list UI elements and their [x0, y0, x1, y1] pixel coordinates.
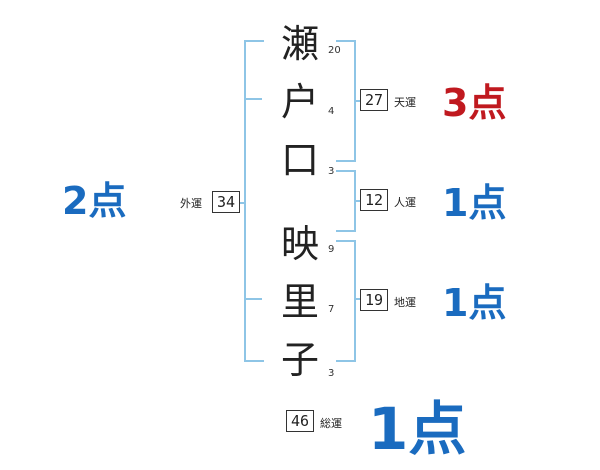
name-char-5: 里 [280, 280, 319, 324]
chiun-value-box: 19 [360, 289, 388, 311]
tenun-label: 天運 [394, 96, 416, 109]
chiun-score: 1点 [442, 281, 507, 325]
tenun-bracket-connector [354, 100, 360, 102]
chiun-label: 地運 [394, 296, 416, 309]
jinun-bracket [336, 170, 356, 232]
tenun-value-box: 27 [360, 89, 388, 111]
chiun-bracket-connector [354, 298, 360, 300]
souun-score: 1点 [368, 395, 467, 463]
name-char-3: 口 [280, 138, 319, 182]
stroke-count-6: 3 [328, 368, 335, 379]
gaiun-label: 外運 [180, 197, 202, 210]
name-char-4: 映 [280, 222, 319, 266]
tenun-score: 3点 [442, 81, 507, 125]
jinun-value-box: 12 [360, 189, 388, 211]
jinun-bracket-connector [354, 200, 360, 202]
stroke-count-5: 7 [328, 304, 335, 315]
stroke-count-1: 20 [328, 45, 341, 56]
outer-bracket-tick [244, 98, 262, 100]
stroke-count-4: 9 [328, 244, 335, 255]
stroke-count-2: 4 [328, 106, 335, 117]
outer-bracket-connector [238, 202, 246, 204]
jinun-score: 1点 [442, 181, 507, 225]
name-char-6: 子 [280, 338, 319, 382]
name-char-1: 瀬 [280, 22, 319, 66]
outer-bracket-tick [244, 298, 262, 300]
souun-label: 総運 [320, 417, 342, 430]
souun-value-box: 46 [286, 410, 314, 432]
stroke-count-3: 3 [328, 166, 335, 177]
tenun-bracket [336, 40, 356, 162]
outer-bracket [244, 40, 264, 362]
name-char-2: 户 [280, 80, 319, 124]
gaiun-value-box: 34 [212, 191, 240, 213]
jinun-label: 人運 [394, 196, 416, 209]
gaiun-score: 2点 [62, 179, 127, 223]
chiun-bracket [336, 240, 356, 362]
